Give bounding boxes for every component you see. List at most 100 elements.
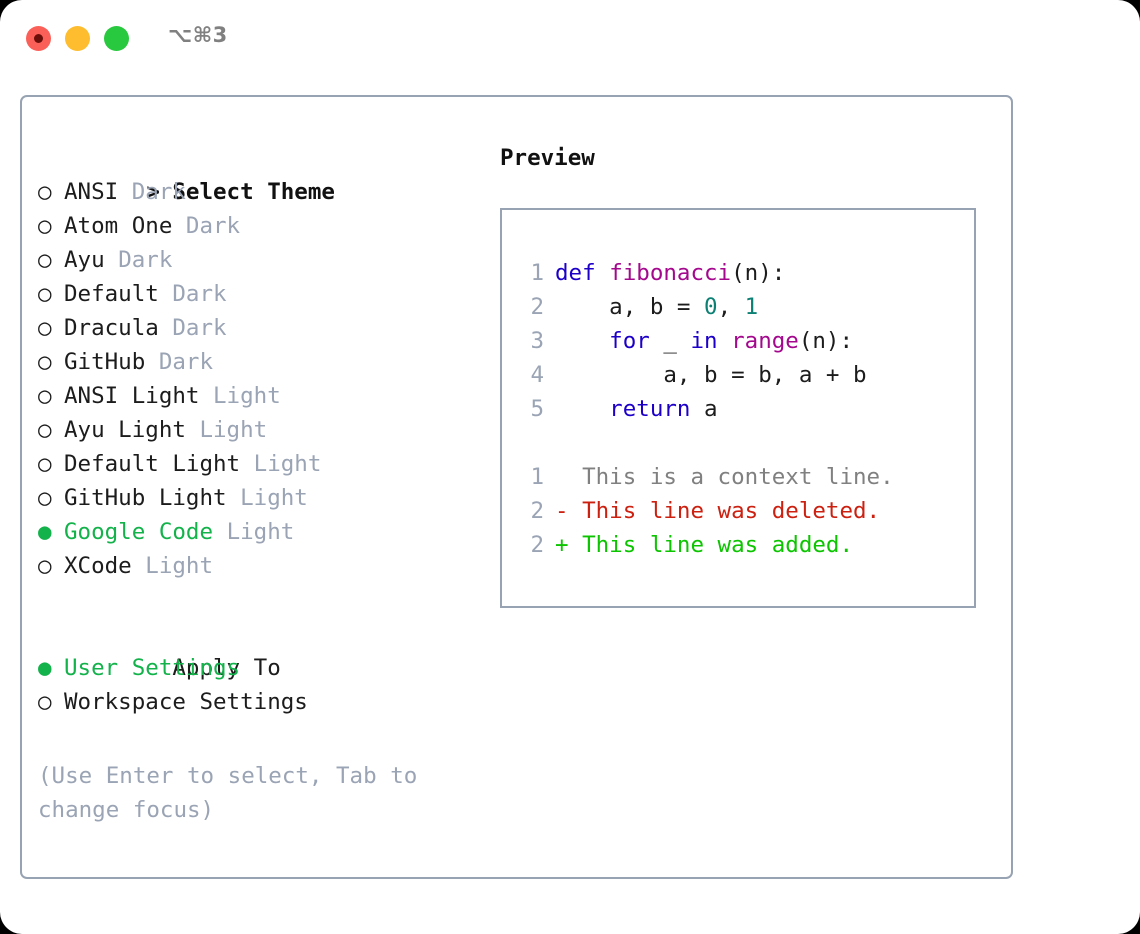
diff-text: This is a context line. <box>568 464 894 490</box>
diff-line-del: 2- This line was deleted. <box>518 494 968 528</box>
line-number: 2 <box>530 498 544 524</box>
apply-to-option-workspace-settings[interactable]: ○ Workspace Settings <box>38 685 488 719</box>
theme-option-variant: Light <box>253 451 322 477</box>
apply-to-option-user-settings[interactable]: ● User Settings <box>38 651 488 685</box>
theme-option-variant: Dark <box>172 281 227 307</box>
apply-to-option-name: User Settings <box>64 655 241 681</box>
line-number: 4 <box>530 362 544 388</box>
theme-option-name: Default Light <box>64 451 241 477</box>
theme-option-variant: Light <box>226 519 295 545</box>
radio-unselected-icon: ○ <box>38 485 52 511</box>
close-button[interactable] <box>26 26 51 51</box>
radio-unselected-icon: ○ <box>38 213 52 239</box>
theme-option-name: Ayu <box>64 247 105 273</box>
theme-option-ansi[interactable]: ○ANSI Dark <box>38 175 488 209</box>
radio-unselected-icon: ○ <box>38 417 52 443</box>
radio-selected-icon: ● <box>38 655 52 681</box>
keyboard-shortcut-label: ⌥⌘3 <box>168 23 228 47</box>
code-token: (n): <box>798 328 854 354</box>
code-token: fibonacci <box>609 260 732 286</box>
theme-option-name: GitHub <box>64 349 146 375</box>
theme-option-ayu-light[interactable]: ○Ayu Light Light <box>38 413 488 447</box>
keyboard-hint-text: (Use Enter to select, Tab to change focu… <box>38 763 431 823</box>
code-token: 0 <box>704 294 718 320</box>
line-number: 2 <box>530 294 544 320</box>
code-token: in <box>690 328 732 354</box>
theme-option-ayu[interactable]: ○ Ayu Dark <box>38 243 488 277</box>
theme-option-variant: Dark <box>185 213 241 239</box>
code-token: a, b = b, a + b <box>555 362 867 388</box>
theme-option-variant: Dark <box>131 179 186 205</box>
theme-option-xcode[interactable]: ○ XCode Light <box>38 549 488 583</box>
traffic-light-group <box>26 26 129 51</box>
radio-unselected-icon: ○ <box>38 383 52 409</box>
code-line: 2 a, b = 0, 1 <box>518 290 968 324</box>
code-token: a <box>704 396 718 422</box>
line-number: 5 <box>530 396 544 422</box>
code-token: a, b = <box>555 294 705 320</box>
diff-marker <box>555 464 569 490</box>
minimize-button[interactable] <box>65 26 90 51</box>
preview-title: Preview <box>500 145 595 171</box>
code-token: def <box>555 260 610 286</box>
theme-option-variant: Light <box>199 417 268 443</box>
theme-option-name: ANSI Light <box>64 383 200 409</box>
cursor-marker-icon: > <box>146 179 160 205</box>
theme-option-list: ○ANSI Dark○Atom One Dark○Ayu Dark○Defaul… <box>38 175 488 583</box>
radio-unselected-icon: ○ <box>38 315 52 341</box>
zoom-button[interactable] <box>104 26 129 51</box>
line-number: 1 <box>530 260 544 286</box>
theme-option-dracula[interactable]: ○Dracula Dark <box>38 311 488 345</box>
radio-unselected-icon: ○ <box>38 689 52 715</box>
radio-unselected-icon: ○ <box>38 247 52 273</box>
code-line: 5 return a <box>518 392 968 426</box>
theme-option-variant: Dark <box>158 349 214 375</box>
line-number: 3 <box>530 328 544 354</box>
diff-marker: + <box>555 532 569 558</box>
radio-unselected-icon: ○ <box>38 281 52 307</box>
radio-unselected-icon: ○ <box>38 349 52 375</box>
code-token: _ <box>663 328 691 354</box>
theme-option-variant: Dark <box>118 247 173 273</box>
theme-option-name: Dracula <box>64 315 159 341</box>
diff-marker: - <box>555 498 569 524</box>
code-token: , <box>717 294 745 320</box>
code-line: 3 for _ in range(n): <box>518 324 968 358</box>
diff-line-add: 2+ This line was added. <box>518 528 968 562</box>
theme-option-name: Google Code <box>64 519 214 545</box>
theme-option-variant: Light <box>145 553 214 579</box>
theme-option-default[interactable]: ○ Default Dark <box>38 277 488 311</box>
theme-option-google-code[interactable]: ● Google Code Light <box>38 515 488 549</box>
code-token: 1 <box>744 294 759 320</box>
radio-unselected-icon: ○ <box>38 451 52 477</box>
theme-option-github[interactable]: ○ GitHub Dark <box>38 345 488 379</box>
theme-option-default-light[interactable]: ○ Default Light Light <box>38 447 488 481</box>
theme-list-title: Select Theme <box>172 179 335 205</box>
code-token: for <box>555 328 664 354</box>
diff-text: This line was deleted. <box>568 498 881 524</box>
radio-unselected-icon: ○ <box>38 553 52 579</box>
window-titlebar: ⌥⌘3 <box>0 0 1140 76</box>
theme-option-name: GitHub Light <box>64 485 227 511</box>
theme-option-atom-one[interactable]: ○ Atom One Dark <box>38 209 488 243</box>
code-blank-line <box>518 426 968 460</box>
theme-option-name: Default <box>64 281 159 307</box>
code-token: (n): <box>731 260 786 286</box>
apply-to-option-name: Workspace Settings <box>64 689 308 715</box>
theme-option-name: XCode <box>64 553 132 579</box>
radio-unselected-icon: ○ <box>38 179 52 205</box>
theme-option-name: Atom One <box>64 213 173 239</box>
line-number: 2 <box>530 532 544 558</box>
radio-selected-icon: ● <box>38 519 52 545</box>
diff-line-ctx: 1 This is a context line. <box>518 460 968 494</box>
code-line: 4 a, b = b, a + b <box>518 358 968 392</box>
code-token: return <box>555 396 705 422</box>
code-line: 1 def fibonacci(n): <box>518 256 968 290</box>
theme-option-ansi-light[interactable]: ○ANSI Light Light <box>38 379 488 413</box>
theme-option-github-light[interactable]: ○GitHub Light Light <box>38 481 488 515</box>
apply-to-label: Apply To <box>172 655 281 681</box>
theme-list-header: > Select Theme <box>38 141 488 205</box>
